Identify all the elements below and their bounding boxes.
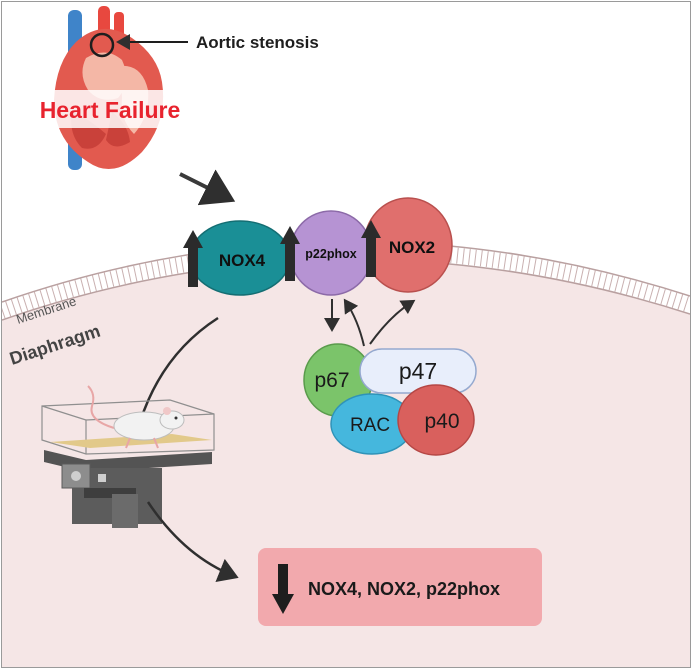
arrow-heart-to-complex (179, 169, 236, 206)
p22phox-protein: p22phox (289, 210, 373, 296)
nox4-protein: NOX4 (189, 220, 291, 296)
p47-protein: p47 (359, 348, 477, 394)
arrow-p47-to-complex (343, 298, 365, 347)
up-arrow-icon (183, 230, 203, 287)
up-arrow-icon (361, 220, 381, 277)
p40-label: p40 (424, 410, 459, 433)
heart-icon (54, 6, 164, 170)
arrow-p47-to-nox2 (369, 299, 416, 345)
nox4-label: NOX4 (219, 251, 266, 270)
rac-label: RAC (350, 415, 390, 436)
p67-label: p67 (314, 369, 349, 392)
heart-failure-label-bg (26, 90, 194, 128)
arrow-treadmill-to-result (146, 501, 239, 583)
nox2-protein: NOX2 (363, 197, 453, 293)
rat-icon (87, 385, 185, 449)
p22phox-label: p22phox (305, 247, 356, 261)
p47-label: p47 (399, 358, 437, 384)
aortic-stenosis-label: Aortic stenosis (196, 33, 319, 52)
result-box: NOX4, NOX2, p22phox (258, 548, 542, 626)
result-label: NOX4, NOX2, p22phox (308, 579, 500, 599)
nox2-label: NOX2 (389, 238, 435, 257)
treadmill-icon (41, 399, 215, 528)
p40-protein: p40 (397, 384, 475, 456)
up-arrow-icon (280, 226, 300, 281)
down-arrow-icon (272, 564, 294, 614)
aortic-valve-marker (89, 32, 115, 58)
curve-nox4-to-treadmill (138, 316, 219, 423)
heart-failure-label: Heart Failure (40, 97, 181, 123)
